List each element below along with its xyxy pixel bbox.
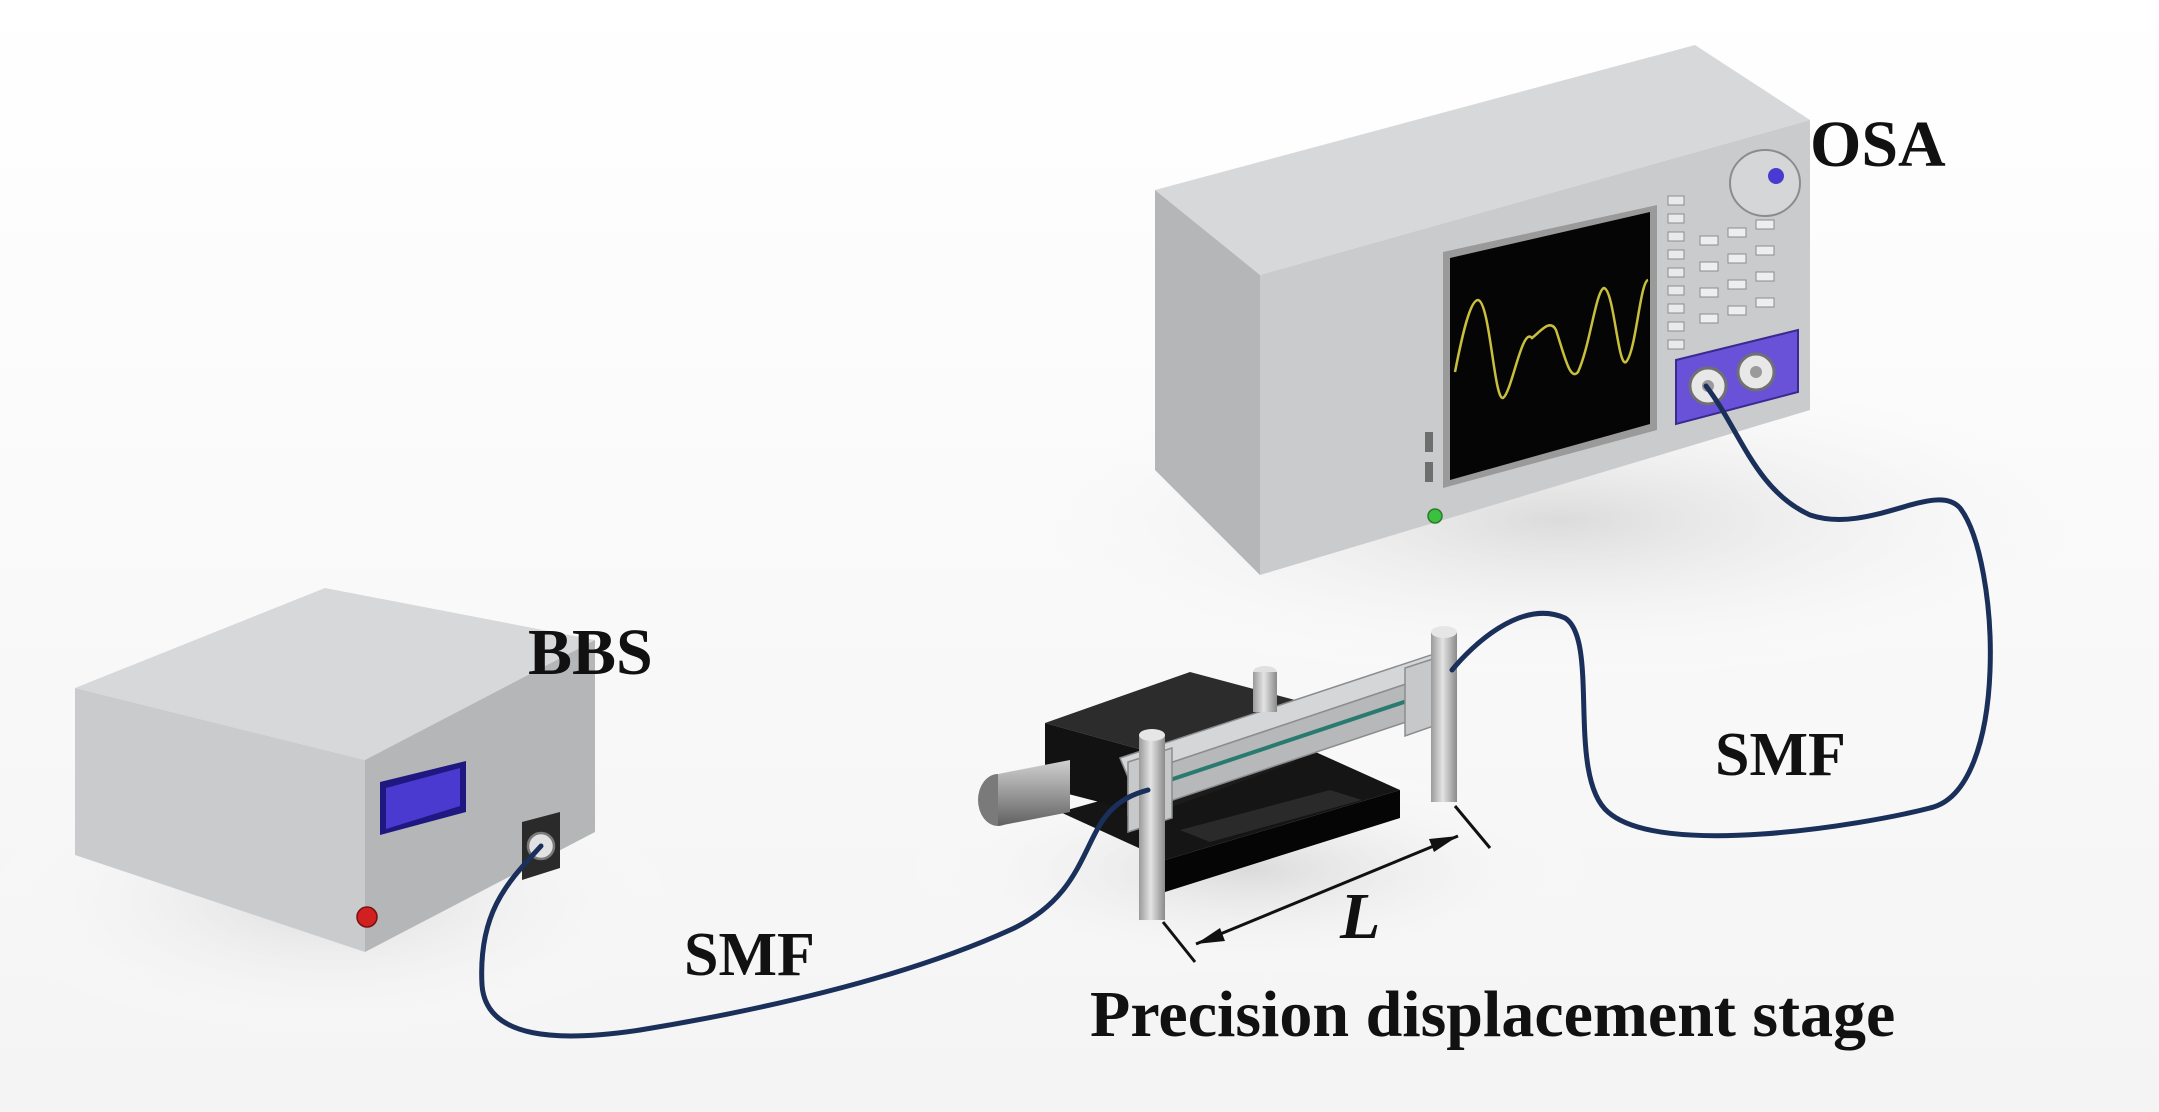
smf-label-left: SMF bbox=[684, 921, 815, 989]
dimension-arrow-left bbox=[1196, 928, 1225, 944]
right-post-cap bbox=[1431, 626, 1457, 638]
stage-base-edge bbox=[1165, 790, 1400, 892]
stage-carriage-top bbox=[1045, 672, 1295, 752]
osa-instrument bbox=[1155, 45, 1810, 575]
dimension-tick-right bbox=[1453, 805, 1492, 849]
osa-rotary-knob bbox=[1729, 149, 1801, 217]
length-dimension bbox=[1161, 805, 1492, 963]
left-post-cap bbox=[1139, 729, 1165, 741]
length-label: L bbox=[1340, 880, 1381, 953]
bbs-power-button bbox=[356, 906, 378, 928]
bbs-display bbox=[386, 768, 460, 829]
stage-label: Precision displacement stage bbox=[1090, 978, 1896, 1051]
bbs-top-face bbox=[75, 588, 595, 760]
micrometer-knob bbox=[998, 760, 1070, 826]
stage-carriage-front bbox=[1045, 723, 1150, 815]
osa-keypad bbox=[1699, 219, 1775, 324]
rear-post bbox=[1253, 672, 1277, 712]
left-post bbox=[1139, 735, 1165, 920]
bbs-source bbox=[75, 588, 595, 952]
osa-usb-slot-2 bbox=[1425, 462, 1433, 482]
smf-fiber-right bbox=[1449, 383, 1993, 839]
osa-label: OSA bbox=[1810, 108, 1946, 181]
osa-usb-slot bbox=[1425, 432, 1433, 452]
bbs-label: BBS bbox=[528, 616, 653, 689]
osa-knob-indicator bbox=[1768, 168, 1784, 184]
osa-aux-port-core bbox=[1750, 366, 1762, 378]
bbs-side-face bbox=[365, 640, 595, 952]
fiber-under-test bbox=[1139, 688, 1441, 792]
precision-displacement-stage bbox=[978, 626, 1457, 920]
stage-base-groove bbox=[1180, 790, 1362, 842]
osa-softkeys bbox=[1667, 195, 1685, 350]
osa-spectrum-trace bbox=[1453, 278, 1649, 400]
dimension-line bbox=[1195, 834, 1459, 946]
osa-screen bbox=[1450, 212, 1650, 480]
right-post bbox=[1431, 632, 1457, 802]
dimension-arrow-right bbox=[1429, 836, 1458, 852]
dimension-tick-left bbox=[1161, 921, 1197, 963]
smf-fiber-left bbox=[479, 787, 1151, 1039]
bbs-front-face bbox=[75, 688, 365, 952]
osa-side-face bbox=[1155, 190, 1260, 575]
smf-label-right: SMF bbox=[1715, 721, 1846, 789]
osa-top-face bbox=[1155, 45, 1810, 275]
osa-status-led bbox=[1427, 508, 1443, 524]
